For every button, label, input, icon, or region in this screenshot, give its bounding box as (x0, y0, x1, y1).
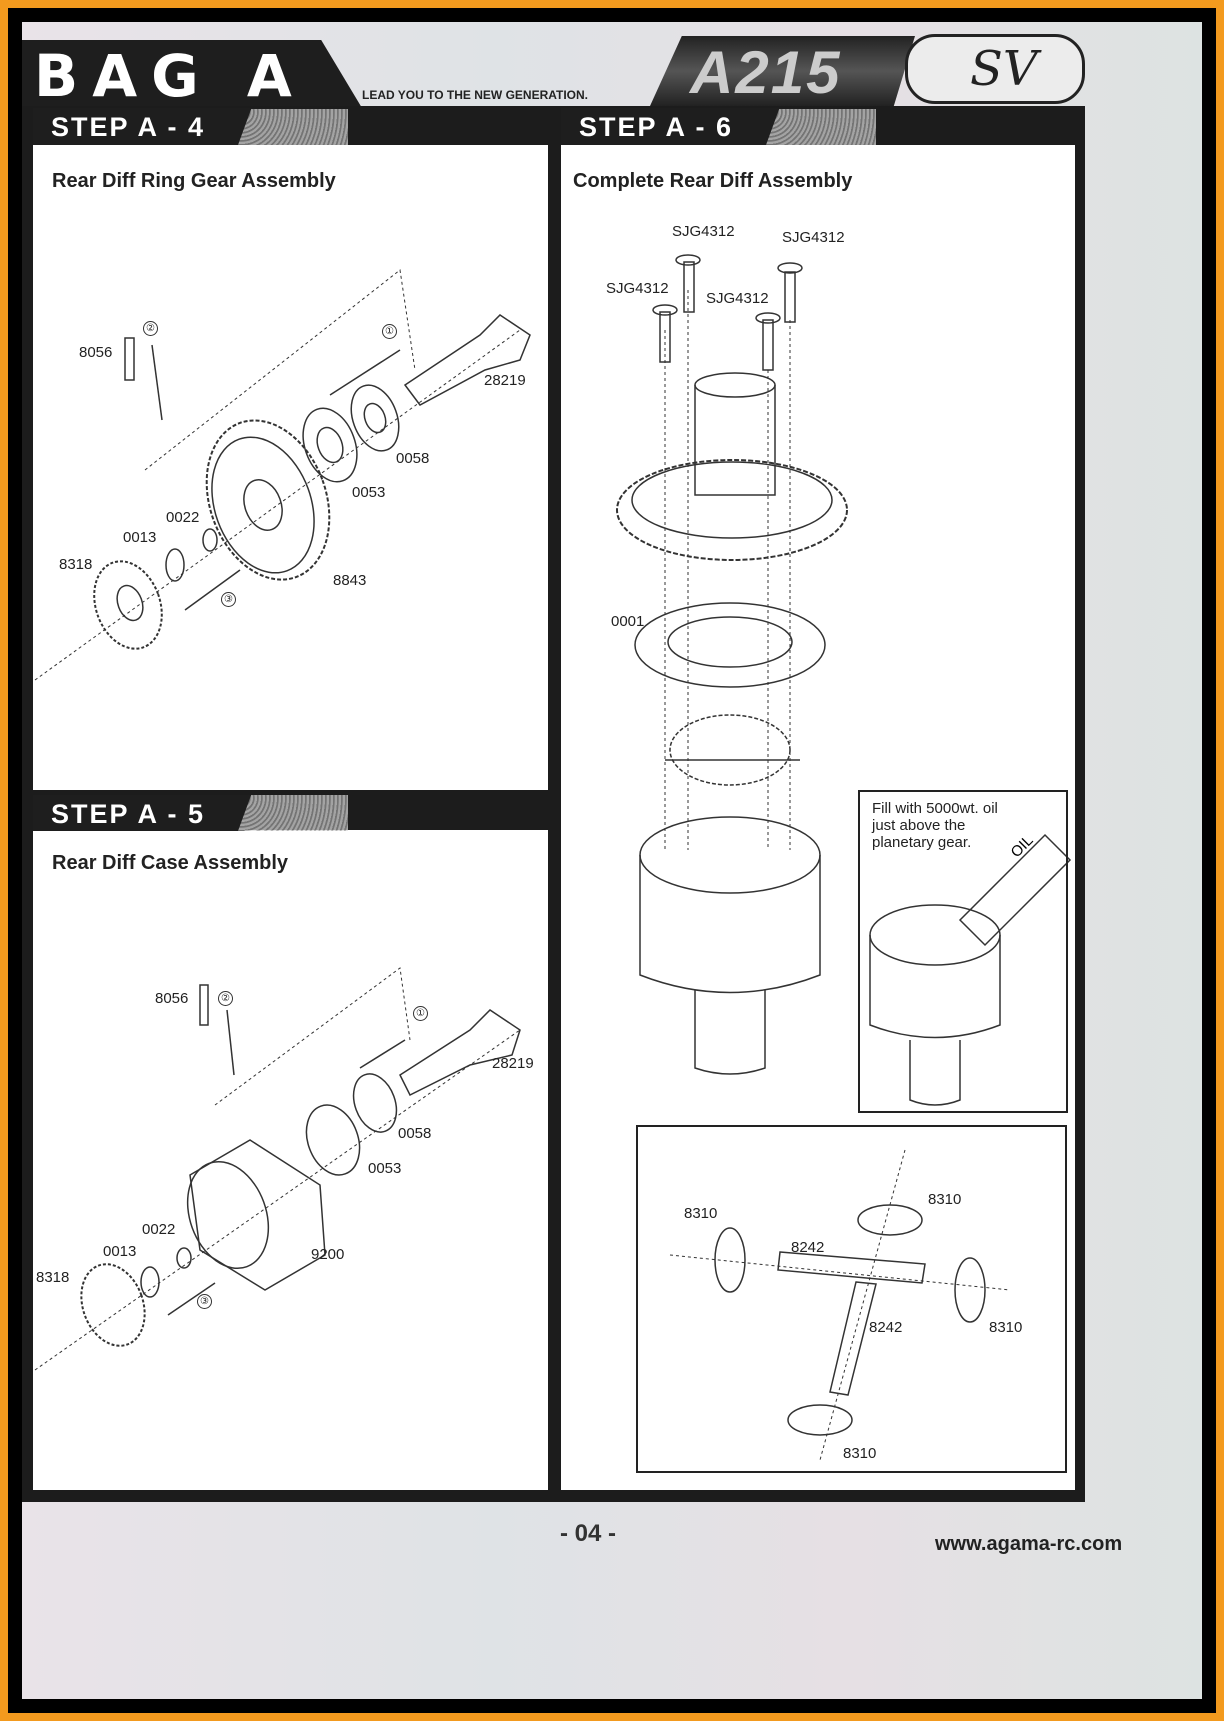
divider (33, 790, 548, 798)
bag-title: BAG A (34, 42, 306, 110)
part-label: 0022 (166, 509, 200, 526)
order-mark: ③ (197, 1294, 212, 1309)
logo-sv: SV (905, 34, 1085, 104)
bag-tab (22, 40, 362, 108)
step-a4-panel (33, 145, 548, 790)
hex-pattern (238, 109, 348, 145)
oil-note-box (858, 790, 1068, 1113)
part-label: 8056 (79, 344, 113, 361)
part-label: 8318 (59, 556, 93, 573)
part-label: 28219 (484, 372, 526, 389)
part-label: SJG4312 (706, 290, 769, 307)
order-mark: ② (143, 321, 158, 336)
part-label: 8242 (869, 1319, 903, 1336)
step-a5-tab: STEP A - 5 (33, 795, 273, 831)
order-mark: ① (413, 1006, 428, 1021)
part-label: 28219 (492, 1055, 534, 1072)
oil-note: Fill with 5000wt. oil just above the pla… (872, 800, 998, 851)
page-number: - 04 - (560, 1520, 617, 1547)
step-a4-title: Rear Diff Ring Gear Assembly (52, 170, 336, 192)
part-label: 0013 (123, 529, 157, 546)
part-label: 0013 (103, 1243, 137, 1260)
step-a4-tab: STEP A - 4 (33, 108, 273, 145)
step-a6-drawing (616, 254, 848, 1075)
part-label: 0022 (142, 1221, 176, 1238)
order-mark: ② (218, 991, 233, 1006)
step-a6-title: Complete Rear Diff Assembly (573, 170, 853, 192)
tagline: LEAD YOU TO THE NEW GENERATION. (362, 88, 589, 102)
planetary-detail-box (636, 1125, 1067, 1473)
step-a5-title: Rear Diff Case Assembly (52, 852, 289, 874)
part-label: 8056 (155, 990, 189, 1007)
part-label: 0053 (368, 1160, 402, 1177)
part-label: 0058 (398, 1125, 432, 1142)
part-label: 8310 (684, 1205, 718, 1222)
part-label: SJG4312 (782, 229, 845, 246)
part-label: SJG4312 (672, 223, 735, 240)
part-label: 8318 (36, 1269, 70, 1286)
logo-a215: A215 (650, 36, 915, 106)
step-a4-drawing (34, 269, 531, 681)
step-a5-drawing (34, 967, 521, 1371)
note-line: just above the (872, 817, 966, 834)
planetary-detail-drawing (669, 1149, 1011, 1461)
part-label: 0001 (611, 613, 645, 630)
part-label: SJG4312 (606, 280, 669, 297)
part-label: 8843 (333, 572, 367, 589)
order-mark: ① (382, 324, 397, 339)
hex-pattern (766, 109, 876, 145)
part-label: 8310 (989, 1319, 1023, 1336)
website: www.agama-rc.com (935, 1533, 1123, 1555)
part-label: 8310 (843, 1445, 877, 1462)
step-a5-panel (33, 830, 548, 1490)
step-a6-panel (561, 145, 1075, 1490)
note-line: Fill with 5000wt. oil (872, 800, 998, 817)
order-mark: ③ (221, 592, 236, 607)
part-label: 0053 (352, 484, 386, 501)
step-a6-tab: STEP A - 6 (561, 108, 801, 145)
part-label: 0058 (396, 450, 430, 467)
hex-pattern (238, 795, 348, 831)
oil-inset-drawing (869, 833, 1072, 1106)
part-label: 9200 (311, 1246, 345, 1263)
part-label: 8242 (791, 1239, 825, 1256)
part-label: 8310 (928, 1191, 962, 1208)
note-line: planetary gear. (872, 834, 972, 851)
